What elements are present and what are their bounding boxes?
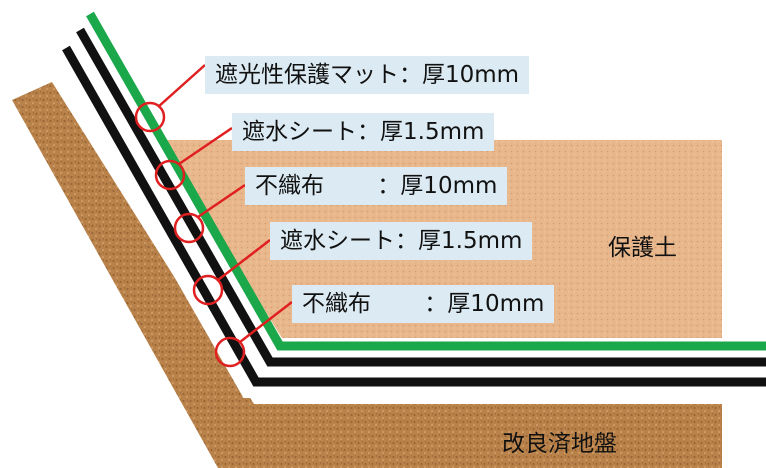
protective-soil-label: 保護土 (608, 235, 677, 261)
callout-leader-5 (239, 301, 293, 343)
improved-ground-region (12, 82, 722, 468)
layer-label-non-woven-fabric-lower: 不織布 ：厚10mm (292, 285, 555, 323)
callout-circle-2 (154, 159, 186, 191)
callout-circle-1 (134, 101, 166, 133)
light-shielding-mat-layer (86, 11, 766, 351)
callout-circle-5 (214, 336, 246, 368)
water-proof-sheet-upper (76, 27, 766, 367)
callout-leader-3 (197, 183, 246, 219)
layer-separator (82, 20, 766, 357)
layer-label-water-proof-sheet-lower: 遮水シート：厚1.5mm (270, 222, 533, 260)
layer-label-non-woven-fabric-upper: 不織布 ：厚10mm (245, 167, 508, 205)
improved-ground-label: 改良済地盤 (502, 431, 617, 457)
callout-circle-3 (173, 212, 205, 244)
callout-leader-4 (217, 239, 271, 281)
non-woven-fabric-middle (68, 37, 766, 377)
callout-circle-4 (192, 274, 224, 306)
water-proof-sheet-lower (62, 45, 766, 387)
callout-leader-2 (178, 126, 233, 166)
non-woven-fabric-layer (50, 55, 766, 398)
layer-label-light-shielding-mat: 遮光性保護マット：厚10mm (205, 56, 530, 94)
callout-leader-1 (157, 64, 206, 108)
layer-label-water-proof-sheet-upper: 遮水シート：厚1.5mm (232, 113, 495, 151)
